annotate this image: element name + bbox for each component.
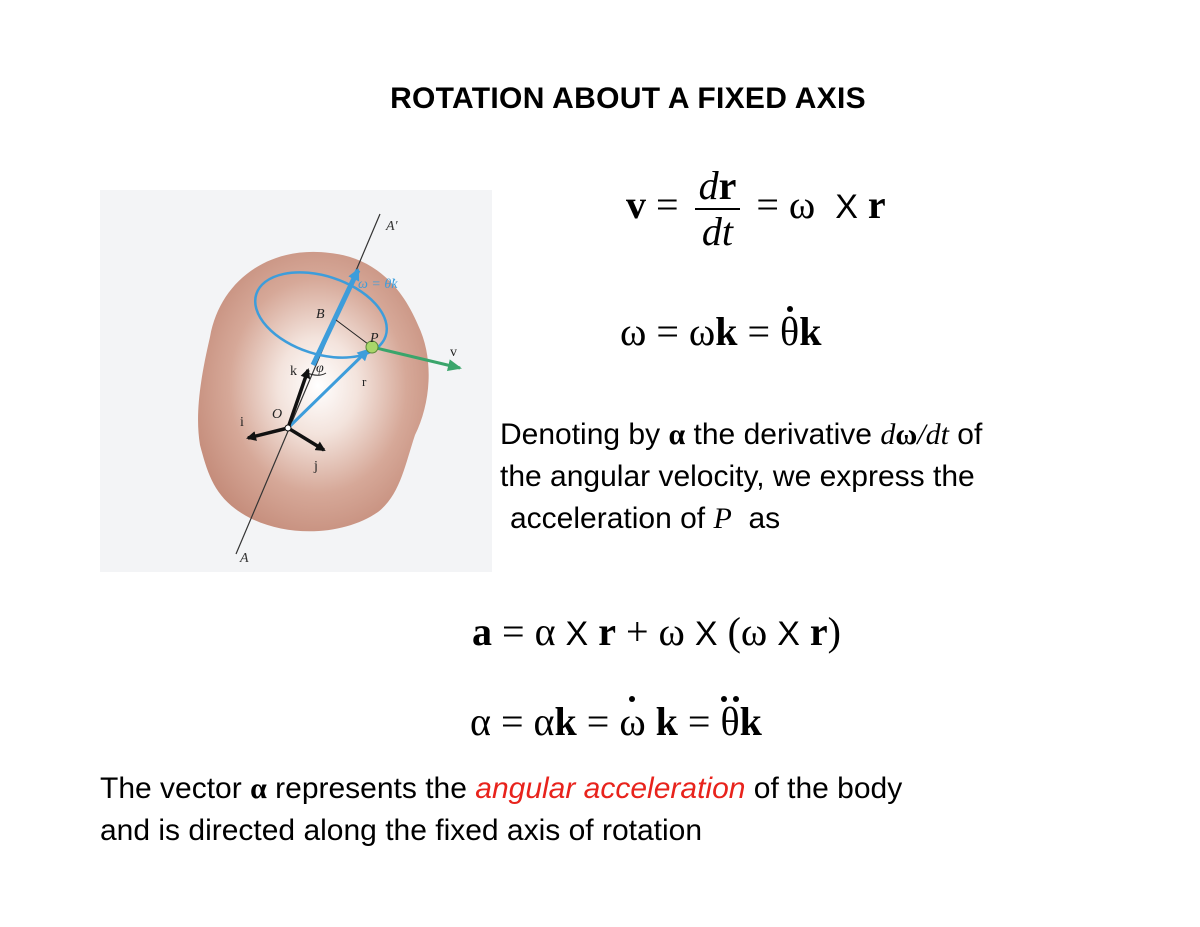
k-label: k [290,364,297,379]
omega-vector [310,268,361,367]
eq3-plus: + [625,609,649,654]
para1-text-1: Denoting by [500,418,669,451]
eq2-theta-dot: θ [780,306,800,354]
para2-text-3: of the body [745,772,903,805]
j-label: j [313,459,318,474]
eq4-theta-ddot: θ [720,696,740,744]
eq2-omega: ω [620,309,647,354]
eq4-equals-3: = [687,699,711,744]
eq1-omega: ω [788,182,816,228]
i-label: i [240,415,244,430]
acceleration-equation: a = α X r + ω X (ω X r) [472,608,841,655]
para2-text-1: The vector [100,772,251,805]
i-unit-vector [246,426,289,441]
derivative-paragraph: Denoting by α the derivative dω/dt of th… [500,414,982,540]
omega-label: ω = θ̇k [358,277,398,292]
eq1-equals-2: = [756,182,779,228]
angular-acceleration-highlight: angular acceleration [475,772,746,805]
phi-label: φ [316,361,324,376]
velocity-label: v [450,345,457,360]
r-vector [286,348,370,430]
eq4-k: k [554,699,577,744]
point-p [365,340,379,354]
eq4-k-2: k [655,699,678,744]
para2-alpha: α [250,772,267,805]
para2-line-1: The vector α represents the angular acce… [100,768,902,810]
para1-line3-as: as [731,502,781,535]
alpha-equation: α = αk = ω k = θk [470,696,762,745]
origin-point [284,424,292,432]
para1-alpha: α [668,418,686,451]
para1-text-2: the derivative [685,418,881,451]
r-label: r [362,374,367,389]
point-p-label: P [369,331,379,346]
eq2-omega-2: ω [688,309,716,354]
eq4-alpha-2: α [533,699,555,744]
eq3-equals: = [502,609,525,654]
rigid-body-figure: A′ A ω = θ̇k B r v P φ k i j O [100,190,492,572]
eq3-close-paren: ) [827,609,841,654]
eq3-omega-2: ω [740,609,768,654]
eq1-denominator: dt [701,209,733,254]
origin-label: O [272,407,282,422]
eq1-equals: = [656,182,679,228]
velocity-vector [371,345,462,372]
eq3-r-2: r [809,609,828,654]
k-unit-vector [286,368,311,429]
page-title: ROTATION ABOUT A FIXED AXIS [390,82,866,115]
eq1-numerator: dr [694,163,741,210]
eq1-v: v [626,182,646,228]
para2-line-2: and is directed along the fixed axis of … [100,814,703,847]
angular-acceleration-paragraph: The vector α represents the angular acce… [100,768,902,852]
eq4-alpha: α [470,699,491,744]
eq2-k: k [715,309,738,354]
para1-deriv-d: d [880,418,896,451]
eq2-k-2: k [799,309,822,354]
rotation-diagram: A′ A ω = θ̇k B r v P φ k i j O [198,213,462,566]
rotation-path-ellipse [253,271,389,359]
eq3-cross-2: X [694,615,718,653]
eq2-equals-2: = [747,309,771,354]
rigid-body [198,251,429,532]
para2-text-2: represents the [266,772,476,805]
eq3-a: a [472,609,492,654]
para1-deriv-omega: ω [895,418,918,451]
eq3-cross-1: X [565,615,589,653]
point-b-label: B [316,307,325,322]
eq1-r: r [867,182,886,228]
para1-deriv-dt: /dt [917,418,949,451]
radius-line-bp [335,319,373,348]
eq1-fraction: dr dt [694,163,741,254]
eq3-open-paren: ( [727,609,741,654]
eq1-num-r: r [718,163,737,208]
axis-bottom-label: A [239,551,249,566]
eq1-num-d: d [698,163,719,208]
para1-line-3: acceleration of P as [500,498,982,540]
eq3-alpha: α [534,609,556,654]
eq4-equals-2: = [586,699,610,744]
eq3-r: r [598,609,616,654]
eq3-omega: ω [658,609,685,654]
eq4-omega-dot: ω [619,696,646,744]
axis-top-label: A′ [385,219,399,234]
velocity-equation: v = dr dt = ω X r [626,164,886,254]
eq2-equals: = [656,309,679,354]
para1-line-2: the angular velocity, we express the [500,460,975,493]
para1-line3-text: acceleration of [510,502,714,535]
eq4-equals-1: = [500,699,524,744]
eq1-cross: X [835,188,858,227]
para1-line-1: Denoting by α the derivative dω/dt of [500,414,982,456]
omega-equation: ω = ωk = θk [620,306,822,355]
para1-point-p: P [713,502,732,535]
j-unit-vector [287,426,326,452]
eq4-k-3: k [739,699,762,744]
para1-text-3: of [948,418,983,451]
eq3-cross-3: X [777,615,800,653]
